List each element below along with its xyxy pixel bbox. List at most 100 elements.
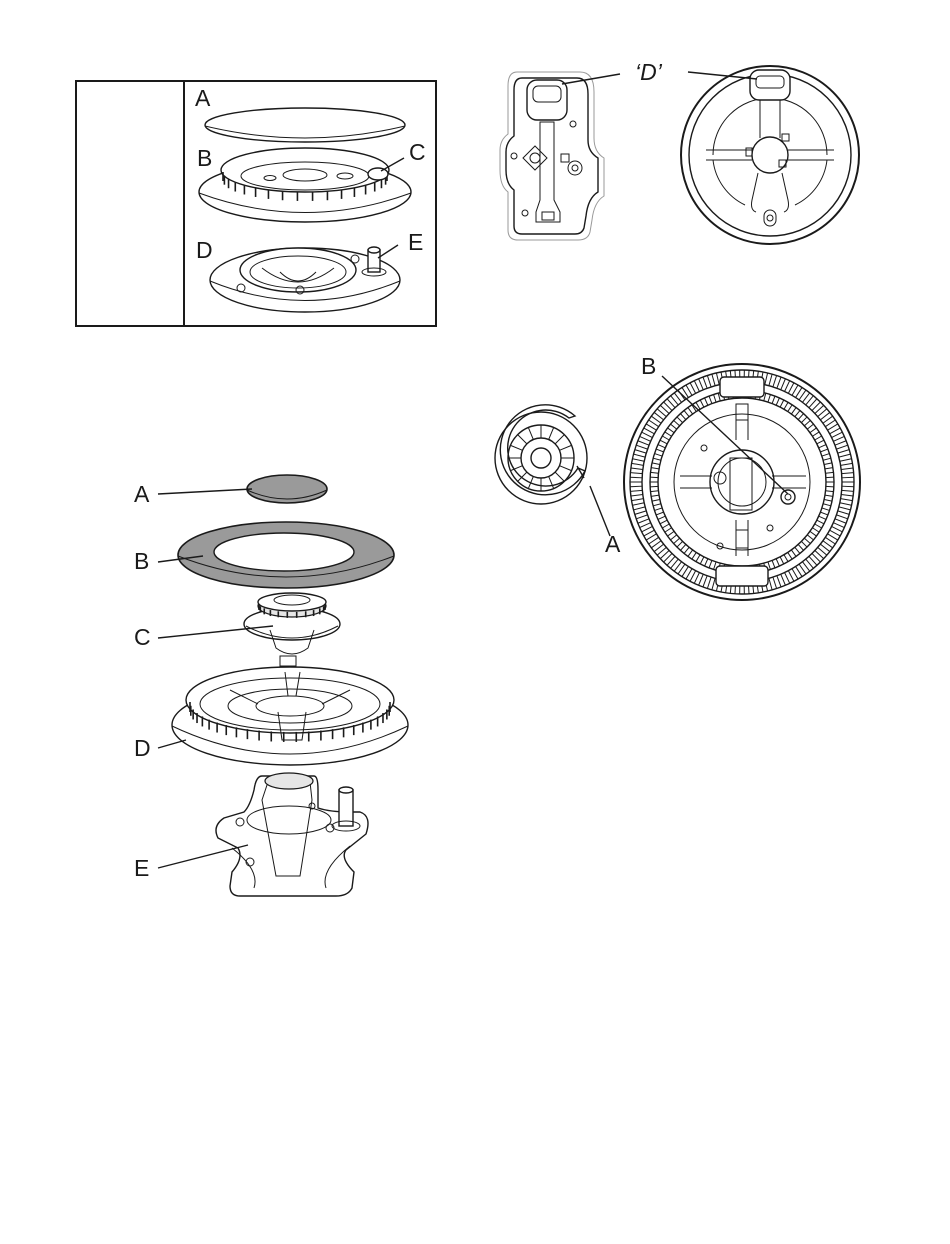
ring-tick (692, 552, 696, 559)
ring-tick (788, 552, 792, 559)
label-e: E (134, 855, 149, 881)
label-b: B (197, 145, 212, 171)
ring-tick (785, 381, 790, 392)
ring-tick (833, 436, 844, 441)
ring-tick (703, 576, 707, 587)
ring-tick (842, 473, 854, 474)
cap-disc-a (205, 108, 405, 142)
ring-tick (807, 535, 813, 540)
ring-tick (822, 454, 830, 456)
ring-tick (674, 420, 680, 425)
crown-spoke (555, 435, 564, 444)
ring-tick (835, 519, 846, 523)
ring-tick (830, 428, 841, 434)
ring-tick (791, 408, 796, 414)
ring-tick (798, 544, 803, 550)
ring-tick (705, 559, 708, 566)
ring-tick (777, 576, 781, 587)
label-b: B (134, 548, 149, 574)
ring-tick (836, 445, 847, 449)
ring-tick (677, 417, 683, 423)
ring-tick (788, 383, 794, 394)
ring-tick (842, 490, 854, 491)
ring-tick (825, 495, 833, 496)
base-plate-top-view (500, 72, 604, 240)
label-a: A (195, 85, 211, 111)
ring-tick (838, 511, 849, 514)
ring-tick (716, 373, 719, 385)
ring-tick (712, 374, 715, 386)
ring-tick (636, 515, 647, 519)
ring-tick (665, 528, 672, 532)
ring-tick (696, 555, 700, 562)
ring-tick (660, 440, 667, 444)
base-plate-e (216, 773, 368, 896)
ring-tick (709, 560, 712, 567)
ring-tick (819, 516, 826, 519)
ring-tick (634, 507, 646, 510)
ring-tick (781, 379, 786, 390)
ring-tick (810, 531, 816, 536)
ring-tick (828, 534, 838, 540)
ring-tick (714, 395, 716, 403)
crown-spoke (555, 472, 564, 481)
ring-tick (825, 537, 835, 544)
ring-tick (796, 566, 802, 576)
ring-tick (634, 454, 646, 457)
label-e: E (408, 229, 423, 255)
ring-tick (653, 504, 661, 506)
ring-tick (635, 450, 646, 453)
label-d: D (196, 237, 213, 263)
ring-tick (840, 503, 852, 505)
ring-tick (825, 468, 833, 469)
ring-tick (765, 373, 768, 385)
ring-tick (632, 459, 644, 461)
ring-tick (776, 398, 779, 405)
ring-tick (842, 486, 854, 487)
ring-tick (822, 508, 830, 510)
ring-tick (655, 508, 663, 510)
burner-head-b (199, 148, 411, 222)
ring-tick (841, 468, 853, 470)
ring-tick (684, 411, 689, 417)
ring-tick (630, 473, 642, 474)
ring-tick (824, 463, 832, 465)
ring-tick (651, 495, 659, 496)
ring-tick (825, 420, 835, 427)
ring-tick (653, 458, 661, 460)
large-burner-figure: A B C D E (134, 475, 408, 896)
ring-tick (830, 530, 841, 536)
crown-spoke (528, 428, 533, 440)
ring-tick (828, 424, 838, 430)
ring-tick (796, 387, 802, 397)
top-view-figure: A B (495, 353, 860, 600)
ring-tick (804, 420, 810, 425)
orientation-figure: ‘D’ (500, 59, 859, 244)
ring-tick (769, 374, 772, 386)
ring-tick (842, 477, 854, 478)
ring-tick (631, 468, 643, 470)
ring-tick (649, 420, 659, 427)
ring-tick (841, 495, 853, 497)
ring-tick (820, 512, 827, 515)
label-b: B (641, 353, 656, 379)
ring-tick (780, 400, 784, 407)
ring-tick (826, 491, 834, 492)
ring-tick (823, 458, 831, 460)
ring-tick (703, 377, 707, 388)
ring-tick (636, 445, 647, 449)
ring-tick (792, 385, 798, 395)
ring-tick (768, 395, 770, 403)
ring-tick (699, 379, 704, 390)
ring-tick (772, 396, 775, 403)
crown-spoke (559, 445, 571, 450)
ring-tick (632, 503, 644, 505)
ring-tick (642, 432, 653, 437)
ring-tick (644, 428, 655, 434)
ring-tick (795, 411, 800, 417)
ring-tick (651, 468, 659, 469)
ring-tick (836, 515, 847, 519)
ring-tick (644, 530, 655, 536)
boxed-burner-figure: A B C D E (76, 81, 436, 326)
